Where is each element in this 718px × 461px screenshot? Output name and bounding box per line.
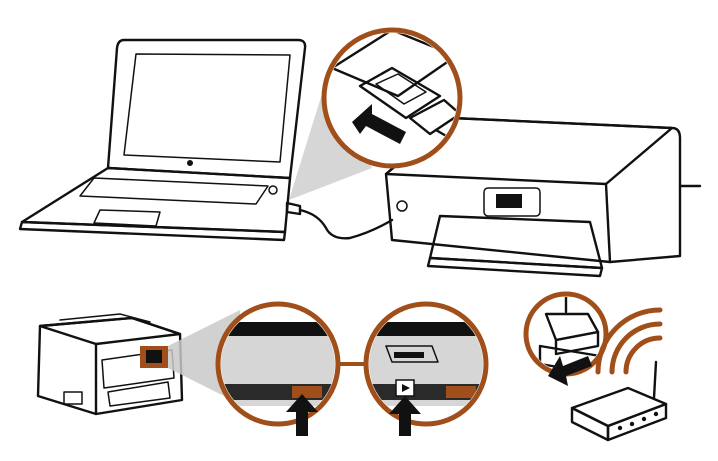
panel2-top-bar — [369, 322, 483, 336]
arrow-icon — [352, 104, 406, 144]
panel1-softkey[interactable] — [292, 386, 322, 398]
usb-plug-laptop — [285, 201, 302, 216]
control-panel-callout-1 — [215, 301, 341, 436]
wifi-arc-outer — [595, 307, 663, 375]
usb-cable-icon — [285, 201, 394, 240]
printer-power-button — [396, 200, 408, 212]
arrow-icon — [548, 356, 592, 386]
printer-tray-edge — [426, 256, 604, 278]
usb-callout-cone — [289, 68, 372, 200]
router-led-3 — [641, 416, 647, 422]
office-printer-tray — [107, 381, 171, 407]
router-antenna — [652, 360, 658, 400]
usb-plug-head — [358, 66, 442, 120]
wifi-arc-inner — [623, 335, 663, 375]
printer-display — [496, 194, 522, 208]
router-led-2 — [629, 421, 635, 427]
panel2-printer-glyph — [385, 345, 439, 363]
router-top — [570, 386, 668, 428]
panel2-softkey[interactable] — [446, 386, 476, 398]
laptop-icon — [18, 38, 307, 242]
printer-front-top — [385, 173, 607, 185]
printer-panel — [483, 187, 541, 217]
panel2-printer-slot — [394, 352, 424, 358]
usb-cable-line — [298, 208, 394, 240]
laptop-power-button — [268, 185, 278, 195]
office-printer-scanner — [59, 313, 151, 323]
router-led-1 — [617, 425, 623, 431]
wireless-router-icon — [570, 360, 668, 442]
wifi-arc-middle — [609, 321, 663, 375]
usb-plug-collar — [408, 98, 457, 136]
panel1-top-bar — [221, 322, 335, 336]
usb-plug-callout — [321, 27, 463, 169]
router-front — [606, 402, 668, 442]
router-led-4 — [653, 411, 659, 417]
usb-plug-inner — [375, 73, 427, 105]
office-printer-port — [63, 391, 83, 405]
laptop-base-edge — [18, 220, 287, 242]
arrow-icon — [286, 394, 318, 436]
laptop-lid — [106, 38, 307, 180]
laptop-touchpad — [93, 209, 161, 227]
laptop-webcam — [187, 160, 193, 166]
router-side — [570, 406, 610, 442]
play-icon — [402, 384, 410, 392]
wifi-signal-icon — [595, 307, 663, 375]
ethernet-port — [538, 344, 602, 371]
laptop-keyboard — [79, 177, 269, 205]
printer-edge — [604, 182, 612, 264]
control-panel-callout-2 — [363, 301, 489, 436]
laptop-screen — [123, 53, 291, 163]
all-in-one-printer-icon — [36, 313, 184, 416]
ethernet-plug-callout — [523, 291, 609, 386]
printer-body — [384, 116, 682, 264]
usb-callout-ring — [321, 27, 463, 169]
office-printer-top — [38, 316, 182, 346]
office-printer-screen — [146, 350, 162, 363]
arrow-icon — [389, 396, 421, 436]
